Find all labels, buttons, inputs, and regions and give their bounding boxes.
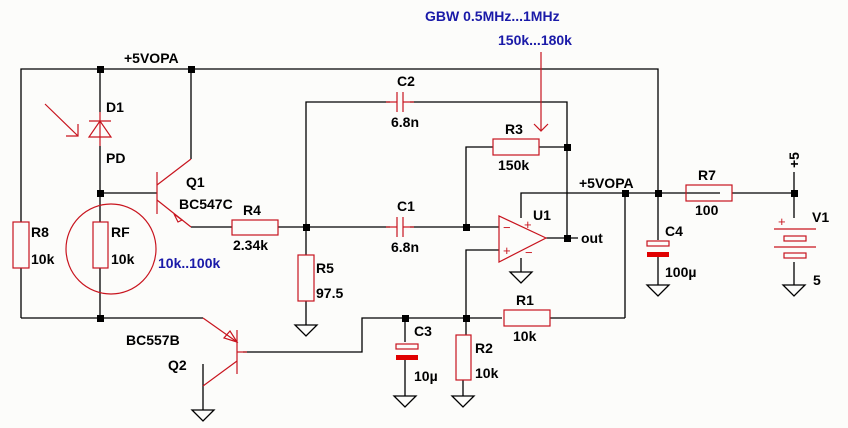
label-c4-ref: C4 xyxy=(665,223,683,239)
label-rf-value: 10k xyxy=(111,251,135,267)
resistor-r4[interactable] xyxy=(231,219,279,236)
label-r8-value: 10k xyxy=(31,251,55,267)
label-d1-value: PD xyxy=(106,150,125,166)
resistor-r2[interactable] xyxy=(455,334,472,381)
wire-c2-left xyxy=(305,101,390,227)
junction xyxy=(188,66,195,73)
label-r1-ref: R1 xyxy=(516,292,534,308)
annotation-rf-range: 10k..100k xyxy=(158,255,220,271)
label-c2-value: 6.8n xyxy=(391,114,419,130)
junction xyxy=(97,66,104,73)
junction xyxy=(655,190,662,197)
label-q1-value: BC547C xyxy=(179,196,233,212)
resistor-r1[interactable] xyxy=(503,309,551,327)
label-c3-value: 10µ xyxy=(414,368,438,384)
junction xyxy=(791,190,798,197)
label-v1-value: 5 xyxy=(813,272,821,288)
net-label-plus5: +5 xyxy=(786,152,802,168)
junction xyxy=(622,190,629,197)
label-r7-ref: R7 xyxy=(698,167,716,183)
label-c1-value: 6.8n xyxy=(391,239,419,255)
resistor-r3[interactable] xyxy=(492,138,540,156)
label-r7-value: 100 xyxy=(695,202,719,218)
ground-icon xyxy=(450,395,476,408)
junctions xyxy=(97,66,798,322)
capacitor-c4[interactable] xyxy=(646,240,670,257)
ground-icon xyxy=(293,324,319,337)
label-r2-ref: R2 xyxy=(475,340,493,356)
junction xyxy=(97,190,104,197)
label-r5-ref: R5 xyxy=(316,260,334,276)
ground-icon xyxy=(508,271,534,284)
label-c4-value: 100µ xyxy=(665,264,696,280)
label-r3-ref: R3 xyxy=(505,121,523,137)
label-q2-ref: Q2 xyxy=(168,357,187,373)
net-label-vopa-top: +5VOPA xyxy=(124,50,179,66)
label-rf-ref: RF xyxy=(111,224,130,240)
label-q2-value: BC557B xyxy=(126,332,180,348)
label-r5-value: 97.5 xyxy=(316,285,343,301)
junction xyxy=(463,315,470,322)
ground-icon xyxy=(645,284,671,297)
svg-text:+: + xyxy=(778,214,786,229)
junction xyxy=(97,315,104,322)
label-r8-ref: R8 xyxy=(31,224,49,240)
label-r3-value: 150k xyxy=(498,157,529,173)
resistor-r8[interactable] xyxy=(12,221,30,269)
resistor-r5[interactable] xyxy=(297,254,315,302)
wire-r3-left xyxy=(465,146,493,227)
label-r1-value: 10k xyxy=(513,328,537,344)
net-label-vopa-right: +5VOPA xyxy=(579,175,634,191)
wire-vopa-opamp xyxy=(520,192,720,218)
label-r4-value: 2.34k xyxy=(233,237,268,253)
svg-text:−: − xyxy=(503,220,511,235)
annotation-gbw: GBW 0.5MHz...1MHz xyxy=(425,8,560,24)
transistor-q2[interactable] xyxy=(202,317,247,387)
junction xyxy=(303,224,310,231)
net-label-out: out xyxy=(581,230,603,246)
light-arrow-icon xyxy=(44,103,79,137)
svg-text:+: + xyxy=(524,217,532,232)
ground-symbols xyxy=(190,271,807,422)
ground-icon xyxy=(190,409,216,422)
battery-v1[interactable]: + xyxy=(774,214,816,259)
wire-noninv xyxy=(465,249,499,335)
wires xyxy=(20,68,795,410)
svg-text:−: − xyxy=(525,245,533,260)
junction xyxy=(564,235,571,242)
opamp-u1[interactable]: − + + − xyxy=(498,215,548,263)
label-q1-ref: Q1 xyxy=(186,174,205,190)
capacitor-c2[interactable] xyxy=(386,92,414,112)
junction xyxy=(402,315,409,322)
capacitor-c3[interactable] xyxy=(395,343,419,360)
junction xyxy=(564,144,571,151)
capacitor-c1[interactable] xyxy=(386,217,414,237)
label-d1-ref: D1 xyxy=(106,99,124,115)
wire-bias xyxy=(243,317,502,353)
annotation-r3-range: 150k...180k xyxy=(498,32,572,48)
resistor-rf[interactable] xyxy=(92,221,109,269)
photodiode-d1[interactable] xyxy=(44,103,113,146)
label-c1-ref: C1 xyxy=(397,198,415,214)
resistor-r7[interactable] xyxy=(685,184,733,202)
ground-icon xyxy=(392,395,418,408)
label-c2-ref: C2 xyxy=(397,73,415,89)
wire-vopa-rail xyxy=(20,68,659,222)
svg-text:+: + xyxy=(503,243,511,258)
junction xyxy=(463,224,470,231)
rf-highlight-circle xyxy=(65,203,157,295)
label-c3-ref: C3 xyxy=(414,323,432,339)
label-r4-ref: R4 xyxy=(243,202,261,218)
transistor-q1[interactable] xyxy=(156,158,192,228)
label-v1-ref: V1 xyxy=(812,209,829,225)
label-r2-value: 10k xyxy=(475,365,499,381)
label-u1-ref: U1 xyxy=(533,207,551,223)
ground-icon xyxy=(781,284,807,297)
